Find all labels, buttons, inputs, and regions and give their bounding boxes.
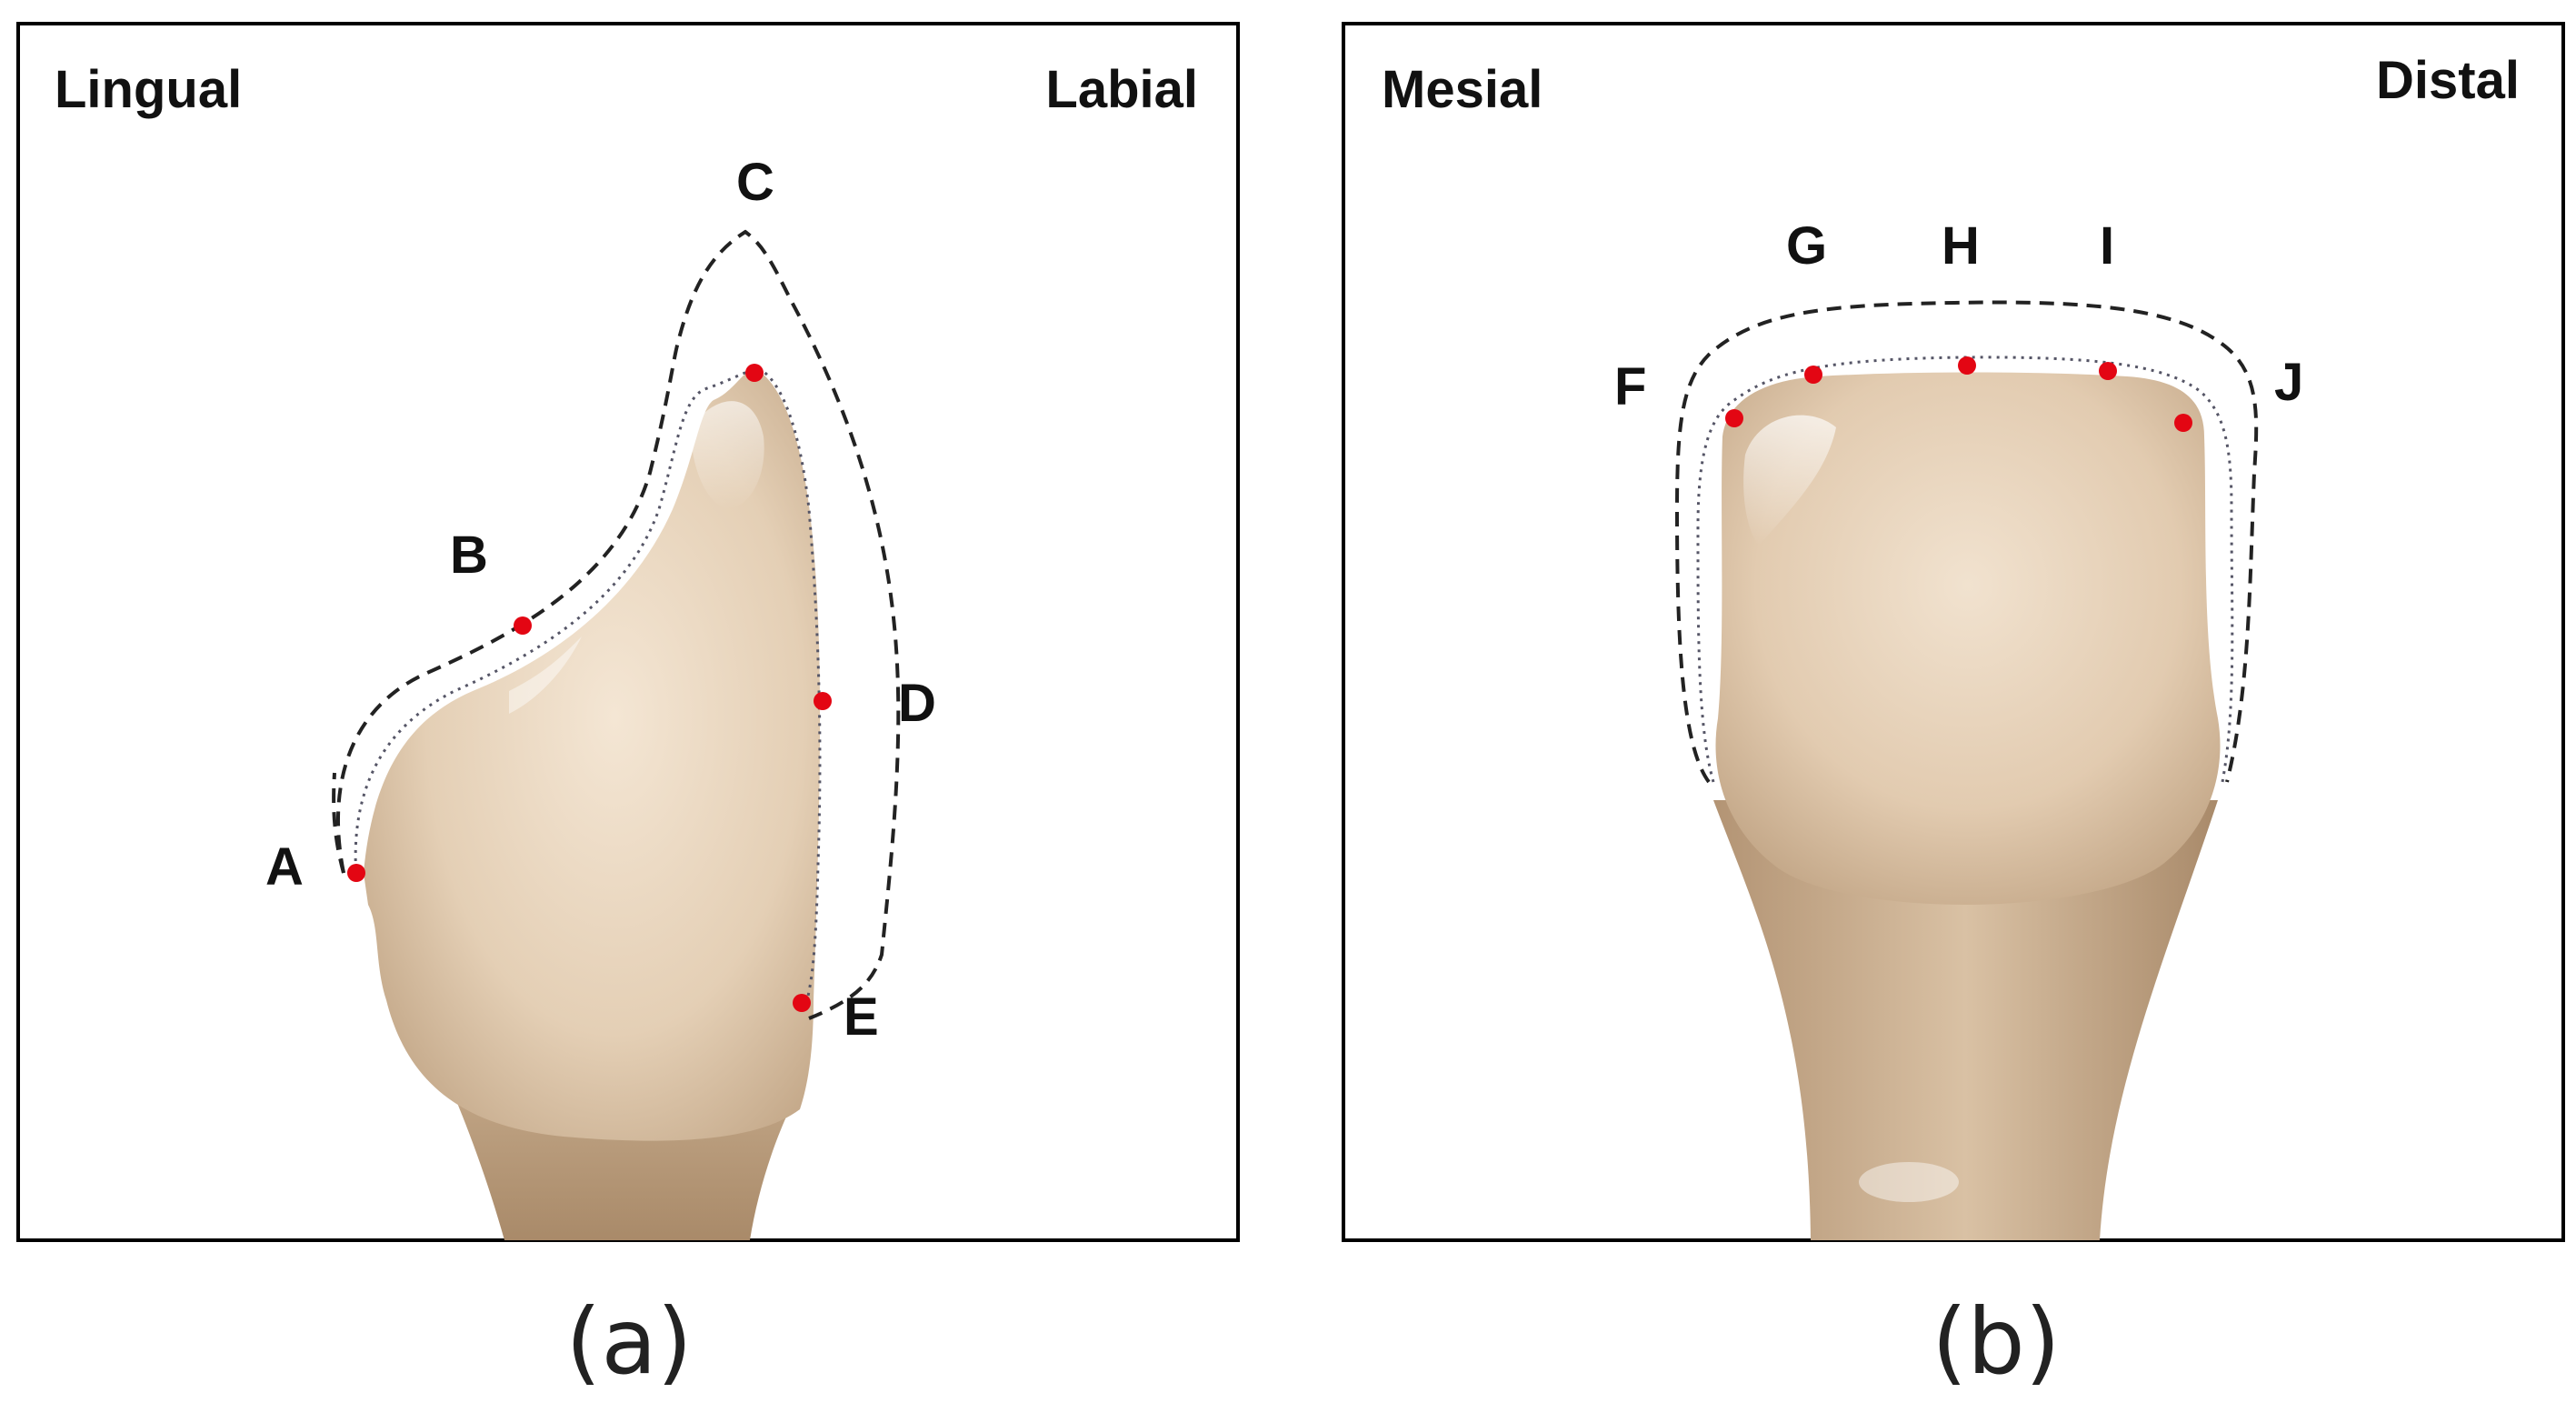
point-label-g: G — [1786, 216, 1827, 276]
point-label-e: E — [844, 987, 879, 1047]
point-label-a: A — [265, 837, 304, 897]
tooth-b-crown — [1715, 372, 2221, 905]
point-label-c: C — [736, 153, 774, 212]
marker-j — [2174, 414, 2192, 432]
labial-label: Labial — [1045, 60, 1198, 119]
panel-a-dashed-contour-left — [332, 772, 345, 874]
marker-a — [347, 864, 365, 882]
panel-b-dashed-contour — [1674, 300, 2259, 784]
marker-h — [1958, 356, 1976, 375]
point-label-h: H — [1942, 216, 1980, 276]
marker-i — [2099, 362, 2117, 380]
panel-a-dashed-contour — [336, 229, 901, 1020]
marker-c — [745, 364, 764, 382]
tooth-a-shine — [691, 401, 764, 509]
marker-d — [814, 692, 832, 710]
point-label-d: D — [898, 674, 936, 733]
marker-f — [1725, 409, 1743, 427]
caption-b: (b) — [1932, 1288, 2061, 1395]
panel-b: Mesial Distal F G H I J — [1342, 22, 2565, 1242]
tooth-b-neck-shine — [1859, 1162, 1959, 1202]
point-label-j: J — [2274, 353, 2303, 412]
panel-a: Lingual Labial A B C D E — [16, 22, 1240, 1242]
tooth-a-crown — [364, 369, 821, 1141]
point-label-i: I — [2100, 216, 2114, 276]
distal-label: Distal — [2376, 51, 2520, 110]
point-label-b: B — [450, 526, 488, 585]
point-label-f: F — [1614, 357, 1646, 416]
mesial-label: Mesial — [1382, 60, 1543, 119]
caption-a: (a) — [565, 1288, 692, 1395]
tooth-b-root — [1713, 800, 2218, 1240]
lingual-label: Lingual — [55, 60, 242, 119]
tooth-a-shine-2 — [509, 636, 582, 714]
marker-e — [793, 994, 811, 1012]
marker-b — [514, 616, 532, 635]
tooth-b-shine — [1743, 415, 1836, 546]
marker-g — [1804, 366, 1822, 384]
